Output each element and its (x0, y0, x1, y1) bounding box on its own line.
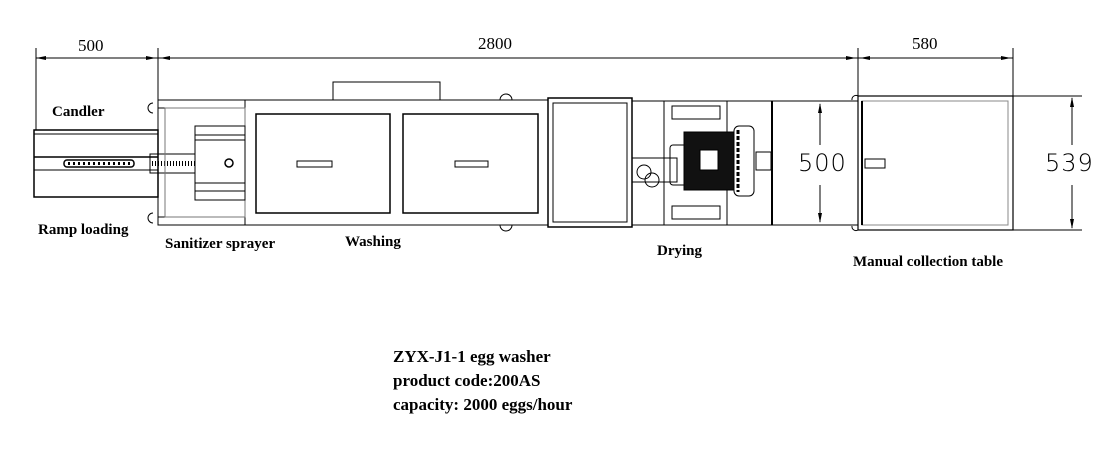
label-washing: Washing (345, 234, 401, 250)
capacity: capacity: 2000 eggs/hour (393, 395, 573, 414)
label-ramp-loading: Ramp loading (38, 222, 129, 238)
dimension-belt-width: 500 (798, 149, 847, 177)
dimension-main-length: 2800 (478, 34, 512, 53)
dimension-candler-length: 500 (78, 36, 104, 55)
transfer-section (771, 100, 859, 226)
dimension-table-length: 580 (912, 34, 938, 53)
horizontal-dimension-lines (35, 48, 1014, 130)
label-candler: Candler (52, 104, 105, 120)
candler-ramp (33, 129, 196, 198)
drying-section (547, 97, 773, 228)
collection-table (851, 94, 1082, 232)
label-drying: Drying (657, 243, 702, 259)
label-manual-collection-table: Manual collection table (853, 254, 1003, 270)
label-sanitizer-sprayer: Sanitizer sprayer (165, 236, 276, 252)
dimension-table-width: 539 (1045, 149, 1094, 177)
product-code: product code:200AS (393, 371, 541, 390)
model-name: ZYX-J1-1 egg washer (393, 347, 551, 366)
washing-section (255, 81, 539, 214)
